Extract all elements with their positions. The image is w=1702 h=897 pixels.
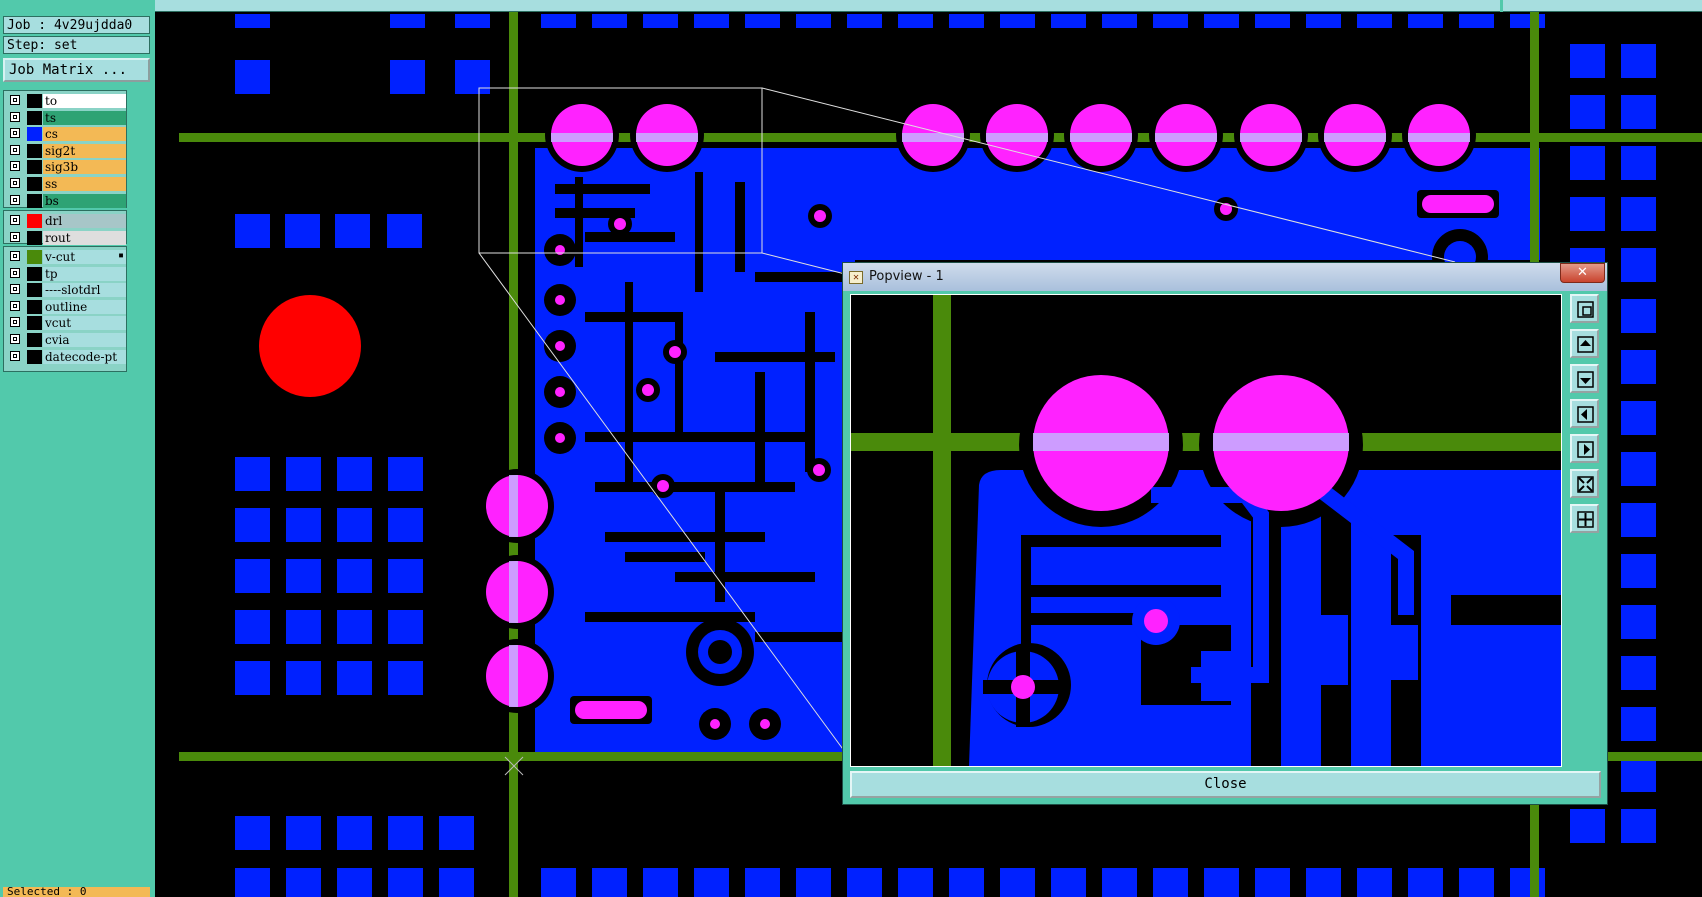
layer-checkbox[interactable] [10,128,20,139]
layer-suffix-marker: ▪ [117,250,124,261]
layer-checkbox[interactable] [10,231,20,242]
pan-up-icon [1577,336,1594,353]
layer-name[interactable]: v-cut [43,250,126,264]
layer-name[interactable]: rout [43,230,126,245]
layer-name[interactable]: tp [43,266,126,281]
layer-row-sig3b[interactable]: sig3b [4,159,128,175]
layer-name[interactable]: cs [43,127,126,142]
pan-down-button[interactable] [1570,364,1599,393]
job-label: Job : 4v29ujdda0 [3,16,150,34]
layer-checkbox[interactable] [10,334,20,344]
layer-name[interactable]: drl [43,214,126,228]
pan-right-button[interactable] [1570,434,1599,463]
pan-up-button[interactable] [1570,329,1599,358]
selected-count: Selected : 0 [3,887,150,897]
popview-titlebar[interactable]: ✕ Popview - 1 [843,263,1607,291]
layer-row-ts[interactable]: ts [4,110,128,126]
layer-color-swatch[interactable] [27,266,42,281]
layer-color-swatch[interactable] [27,127,42,142]
layer-checkbox[interactable] [10,284,20,295]
layer-name[interactable]: to [43,94,126,108]
layer-checkbox[interactable] [10,267,20,278]
pan-right-icon [1577,441,1594,458]
layer-name[interactable]: sig3b [43,160,126,175]
layer-color-swatch[interactable] [27,214,42,228]
layer-row-rout[interactable]: rout [4,230,128,246]
layer-color-swatch[interactable] [27,110,42,125]
layer-checkbox[interactable] [10,300,20,311]
layer-checkbox[interactable] [10,161,20,172]
layer-checkbox[interactable] [10,251,20,261]
top-toolbar [155,0,1702,12]
popview-close-button[interactable]: Close [850,771,1601,798]
popview-window: ✕ Popview - 1 ✕ [842,262,1608,805]
layer-row-tp[interactable]: tp [4,266,128,282]
layer-name[interactable]: ----slotdrl [43,283,126,298]
layer-name[interactable]: vcut [43,316,126,331]
layer-color-swatch[interactable] [27,316,42,331]
layer-checkbox[interactable] [10,317,20,328]
layer-row-ss[interactable]: ss [4,176,128,192]
layer-panel: Job : 4v29ujdda0 Step: set Job Matrix ..… [0,0,155,897]
layer-name[interactable]: cvia [43,333,126,347]
window-close-button[interactable]: ✕ [1560,263,1605,283]
layer-group-drill: drl rout [3,210,128,246]
layer-color-swatch[interactable] [27,250,42,264]
pan-down-icon [1577,371,1594,388]
pan-left-button[interactable] [1570,399,1599,428]
layer-row-cs[interactable]: cs [4,126,128,142]
popview-zoom-canvas[interactable] [850,294,1562,767]
layer-row-vcut[interactable]: vcut [4,315,128,331]
layer-row-datecode-pt[interactable]: datecode-pt [4,349,128,365]
layer-color-swatch[interactable] [27,349,42,364]
layer-row-sig2t[interactable]: sig2t [4,143,128,159]
layer-checkbox[interactable] [10,350,20,361]
layer-row-drl[interactable]: drl [4,213,128,229]
zoom-content [851,295,1561,766]
layer-color-swatch[interactable] [27,143,42,158]
layer-row-to[interactable]: to [4,93,128,109]
layer-color-swatch[interactable] [27,193,42,208]
layer-color-swatch[interactable] [27,160,42,175]
layer-color-swatch[interactable] [27,299,42,314]
zoom-home-icon [1577,511,1594,528]
zoom-fit-icon [1577,476,1594,493]
zoom-fit-button[interactable] [1570,469,1599,498]
app-icon: ✕ [849,271,863,284]
layer-color-swatch[interactable] [27,333,42,347]
layer-name[interactable]: bs [43,193,126,208]
layer-checkbox[interactable] [10,144,20,155]
popview-title: Popview - 1 [869,269,944,284]
layer-row-cvia[interactable]: cvia [4,332,128,348]
pan-left-icon [1577,406,1594,423]
layer-name[interactable]: ss [43,177,126,191]
layer-name[interactable]: ts [43,110,126,125]
zoom-window-button[interactable] [1570,294,1599,323]
layer-row-slotdrl[interactable]: ----slotdrl [4,282,128,298]
layer-row-v-cut[interactable]: v-cut▪ [4,249,128,265]
layer-color-swatch[interactable] [27,94,42,108]
layer-checkbox[interactable] [10,194,20,205]
layer-checkbox[interactable] [10,215,20,225]
layer-row-bs[interactable]: bs [4,193,128,209]
step-label: Step: set [3,36,150,54]
layer-row-outline[interactable]: outline [4,299,128,315]
zoom-home-button[interactable] [1570,504,1599,533]
layer-name[interactable]: outline [43,299,126,314]
layer-checkbox[interactable] [10,178,20,188]
layer-color-swatch[interactable] [27,283,42,298]
layer-name[interactable]: sig2t [43,143,126,158]
layer-color-swatch[interactable] [27,230,42,245]
layer-checkbox[interactable] [10,95,20,105]
layer-color-swatch[interactable] [27,177,42,191]
layer-checkbox[interactable] [10,111,20,122]
zoom-window-icon [1577,301,1594,318]
job-matrix-button[interactable]: Job Matrix ... [3,58,150,82]
layer-name[interactable]: datecode-pt [43,349,126,364]
